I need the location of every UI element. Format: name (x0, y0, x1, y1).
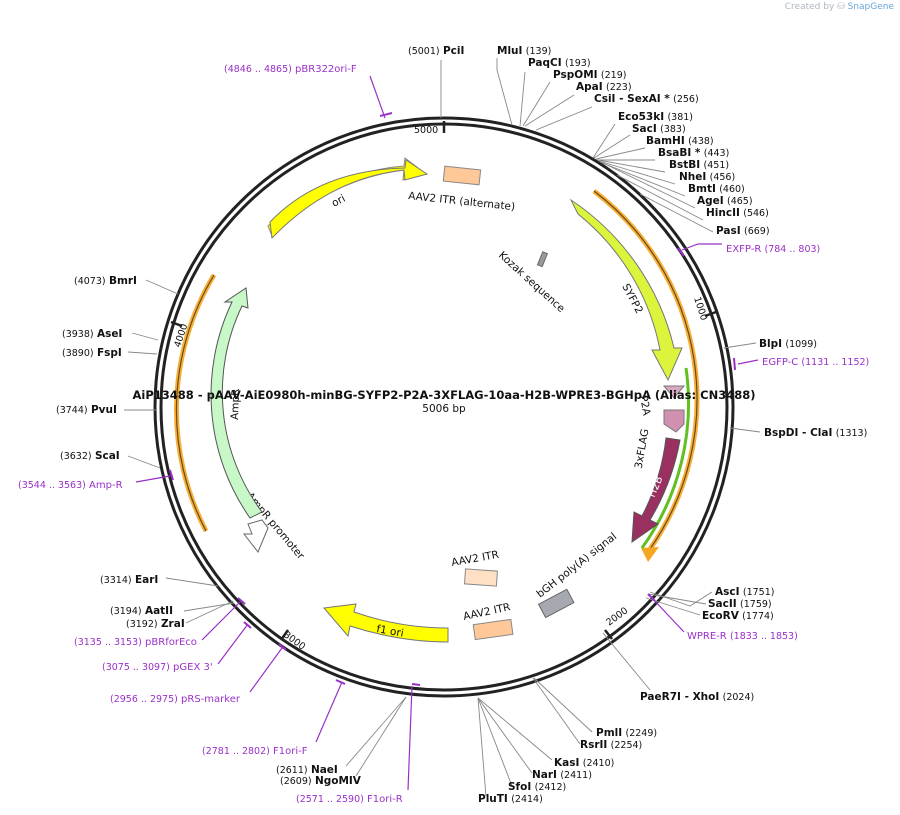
feature-label-ampr: AmpR (229, 388, 242, 420)
enzyme-site: NheI (456) (679, 171, 735, 183)
feature-h2b (631, 437, 681, 544)
enzyme-site: PasI (669) (716, 225, 770, 237)
feature-label-kozak: Kozak sequence (496, 249, 567, 315)
enzyme-site: AgeI (465) (697, 195, 753, 207)
enzyme-site: PmlI (2249) (596, 727, 657, 739)
primer-site: (2956 .. 2975) pRS-marker (110, 694, 241, 705)
feature-ampr (210, 287, 263, 519)
orange-track-right-inner (593, 190, 698, 550)
enzyme-site: BmtI (460) (688, 183, 745, 195)
enzyme-site: BlpI (1099) (759, 338, 817, 350)
plasmid-length: 5006 bp (422, 403, 466, 415)
primer-site: (4846 .. 4865) pBR322ori-F (224, 64, 357, 75)
feature-label-f1-ori: f1 ori (375, 623, 404, 640)
feature-3xflag (663, 409, 685, 433)
feature-label-ori: ori (330, 193, 348, 210)
enzyme-site: (3632) ScaI (60, 450, 120, 462)
snapgene-logo-icon: ⛁ (837, 2, 845, 12)
feature-ori-body (269, 159, 429, 240)
feature-kozak (536, 251, 549, 268)
tick-2000 (604, 629, 613, 640)
feature-f1-ori (323, 603, 449, 643)
enzyme-site: EcoRV (1774) (702, 610, 774, 622)
feature-label-aav2-itr-bottom: AAV2 ITR (462, 601, 511, 623)
feature-p2a (662, 385, 686, 399)
feature-label-aav2-itr-middle: AAV2 ITR (450, 549, 499, 569)
tick-1000 (704, 310, 717, 318)
plasmid-title: AiP13488 - pAAV-AiE0980h-minBG-SYFP2-P2A… (133, 388, 756, 402)
enzyme-site: (3938) AseI (62, 328, 122, 340)
enzyme-site: SfoI (2412) (508, 781, 566, 793)
orange-track-right-head (641, 547, 659, 562)
credit-prefix: Created by (784, 2, 835, 12)
enzyme-site: BamHI (438) (646, 135, 714, 147)
feature-aav2-itr-middle (463, 568, 498, 587)
enzyme-site: Eco53kI (381) (618, 111, 693, 123)
enzyme-site: BspDI - ClaI (1313) (764, 427, 867, 439)
credit-brand: SnapGene (847, 2, 894, 12)
feature-label-p2a: P2A (637, 394, 652, 417)
orange-track-left-inner (175, 274, 215, 532)
enzyme-site: (2611) NaeI (276, 764, 338, 776)
enzyme-site: NarI (2411) (532, 769, 592, 781)
feature-label-3xflag: 3xFLAG (633, 428, 652, 470)
enzyme-site: PaqCI (193) (528, 57, 591, 69)
green-track (640, 367, 691, 549)
primer-site: EGFP-C (1131 .. 1152) (762, 357, 869, 368)
enzyme-site: CsiI - SexAI * (256) (594, 93, 699, 105)
snapgene-credit: Created by ⛁ SnapGene (785, 2, 894, 12)
enzyme-site: (3890) FspI (62, 347, 122, 359)
enzyme-site: AscI (1751) (715, 586, 774, 598)
enzyme-site: BstBI (451) (669, 159, 729, 171)
enzyme-site: KasI (2410) (554, 757, 614, 769)
enzyme-site: (3194) AatII (110, 605, 173, 617)
tick-4000 (170, 320, 183, 328)
enzyme-site: ApaI (223) (576, 81, 632, 93)
enzyme-leaders (124, 58, 761, 797)
enzyme-site: (3192) ZraI (126, 618, 185, 630)
feature-ampr-promoter (242, 519, 269, 553)
feature-label-aav2-itr-alternate: AAV2 ITR (alternate) (408, 190, 516, 213)
feature-bgh-polya (537, 588, 575, 619)
enzyme-site: (5001) PciI (408, 45, 464, 57)
enzyme-site: SacII (1759) (708, 598, 772, 610)
tick-3000 (279, 629, 290, 641)
enzyme-site: (3314) EarI (100, 574, 158, 586)
enzyme-site: PspOMI (219) (553, 69, 626, 81)
primer-site: (2781 .. 2802) F1ori-F (202, 746, 308, 757)
feature-aav2-itr-bottom (472, 618, 514, 641)
primer-site: WPRE-R (1833 .. 1853) (687, 631, 798, 642)
primer-labels: (4846 .. 4865) pBR322ori-F EXFP-R (784 .… (18, 64, 869, 805)
feature-aav2-itr-alternate (442, 165, 482, 186)
primer-leaders (135, 75, 759, 791)
enzyme-site: RsrII (2254) (580, 739, 642, 751)
tick-label-5000: 5000 (414, 125, 438, 136)
feature-syfp2 (569, 198, 683, 382)
enzyme-site: BsaBI * (443) (658, 147, 729, 159)
primer-site: (3135 .. 3153) pBRforEco (74, 637, 197, 648)
enzyme-site: MluI (139) (497, 45, 551, 57)
enzyme-labels: (5001) PciI MluI (139) PaqCI (193) PspOM… (56, 45, 867, 805)
primer-site: EXFP-R (784 .. 803) (726, 244, 820, 255)
enzyme-site: (3744) PvuI (56, 404, 117, 416)
primer-site: (2571 .. 2590) F1ori-R (296, 794, 403, 805)
feature-label-bgh-polya: bGH poly(A) signal (534, 531, 619, 601)
backbone-outer (153, 116, 735, 698)
enzyme-site: PluTI (2414) (478, 793, 543, 805)
enzyme-site: (4073) BmrI (74, 275, 137, 287)
enzyme-site: SacI (383) (632, 123, 686, 135)
enzyme-site: (2609) NgoMIV (280, 775, 362, 787)
tick-marks (170, 121, 717, 641)
enzyme-site: PaeR7I - XhoI (2024) (640, 691, 754, 703)
primer-site: (3075 .. 3097) pGEX 3' (102, 662, 213, 673)
primer-site: (3544 .. 3563) Amp-R (18, 480, 123, 491)
enzyme-site: HincII (546) (706, 207, 769, 219)
